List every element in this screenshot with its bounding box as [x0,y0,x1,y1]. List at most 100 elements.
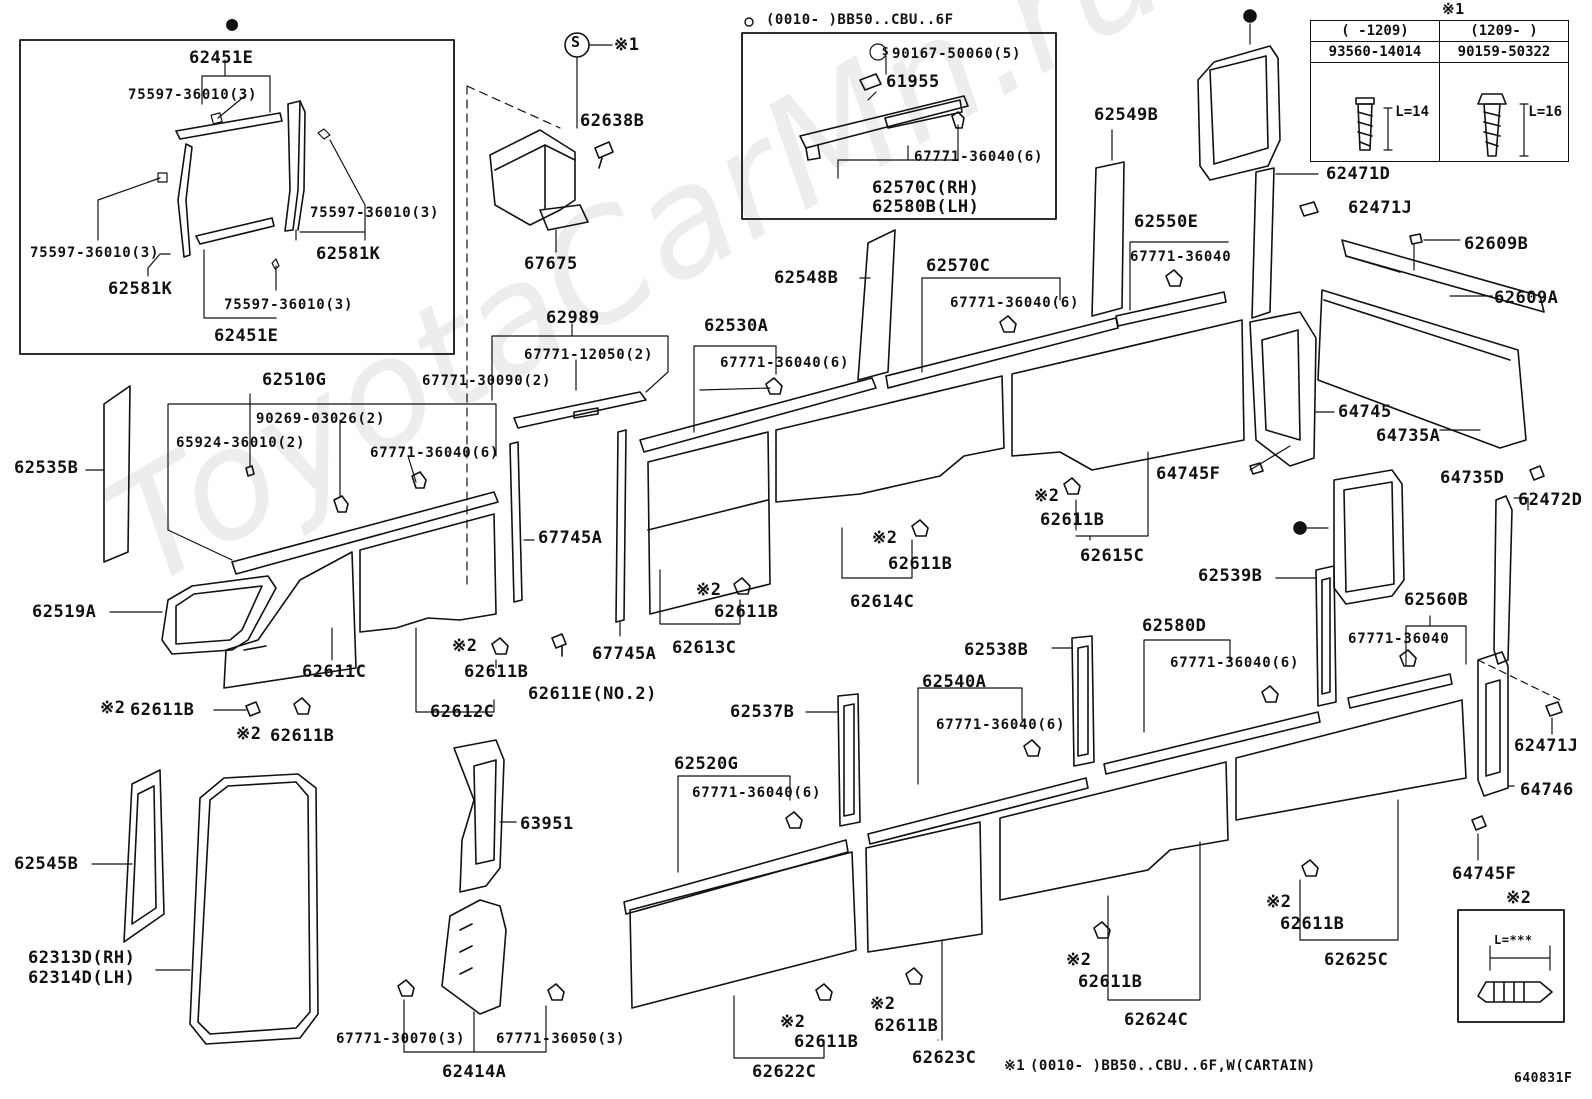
label-62611E[interactable]: 62611E(NO.2) [528,684,657,704]
label-75597-c[interactable]: 75597-36010(3) [30,245,160,261]
ref-table: ( -1209) (1209- ) 93560-14014 90159-5032… [1310,20,1569,162]
label-62538B[interactable]: 62538B [964,640,1029,660]
label-64745[interactable]: 64745 [1338,402,1392,422]
pin-67771-36050 [547,983,565,1001]
label-63951[interactable]: 63951 [520,814,574,834]
part-62540A-trim [867,777,1089,845]
label-62624C[interactable]: 62624C [1124,1010,1189,1030]
label-64735A[interactable]: 64735A [1376,426,1441,446]
label-62612C[interactable]: 62612C [430,702,495,722]
label-62539B[interactable]: 62539B [1198,566,1263,586]
label-67745A-a[interactable]: 67745A [538,528,603,548]
label-62471D[interactable]: 62471D [1326,164,1391,184]
label-67771-30070[interactable]: 67771-30070(3) [336,1031,466,1047]
label-62622C[interactable]: 62622C [752,1062,817,1082]
label-62638B[interactable]: 62638B [580,111,645,131]
label-75597-d[interactable]: 75597-36010(3) [224,297,354,313]
label-90269[interactable]: 90269-03026(2) [256,411,386,427]
label-62611B-b[interactable]: 62611B [270,726,335,746]
pin-62611B-h [905,967,923,985]
label-65924[interactable]: 65924-36010(2) [176,435,306,451]
label-62545B[interactable]: 62545B [14,854,79,874]
label-62611B-f[interactable]: 62611B [888,554,953,574]
label-62611B-a[interactable]: 62611B [130,700,195,720]
label-64745F-b[interactable]: 64745F [1452,864,1517,884]
label-67771-36050[interactable]: 67771-36050(3) [496,1031,626,1047]
label-62313D[interactable]: 62313D(RH) [28,948,136,968]
label-75597-b[interactable]: 75597-36010(3) [310,205,440,221]
label-62530A[interactable]: 62530A [704,316,769,336]
label-62989[interactable]: 62989 [546,308,600,328]
label-67771-36040-b[interactable]: 67771-36040 [1348,631,1450,647]
label-62570C-RH[interactable]: 62570C(RH) [872,178,980,198]
label-67771-36040-a[interactable]: 67771-36040 [1130,249,1232,265]
label-62549B[interactable]: 62549B [1094,105,1159,125]
label-note2-62611B-f: ※2 [872,528,898,548]
label-90167[interactable]: 90167-50060(5) [892,46,1022,62]
label-62519A[interactable]: 62519A [32,602,97,622]
label-67771-36040-6d[interactable]: 67771-36040(6) [370,445,500,461]
label-62520G[interactable]: 62520G [674,754,739,774]
part-62530A-trim [639,377,877,453]
label-62611B-c[interactable]: 62611B [464,662,529,682]
clip-illustration [1477,945,1553,1003]
label-67771-36040-6b[interactable]: 67771-36040(6) [950,295,1080,311]
part-62548B [857,229,896,381]
s-mark-small: S [882,45,890,58]
label-64745F-a[interactable]: 64745F [1156,464,1221,484]
label-62614C[interactable]: 62614C [850,592,915,612]
label-62615C[interactable]: 62615C [1080,546,1145,566]
label-62611B-g[interactable]: 62611B [794,1032,859,1052]
label-62535B[interactable]: 62535B [14,458,79,478]
ref-col1-part[interactable]: 93560-14014 [1310,41,1440,63]
label-62548B[interactable]: 62548B [774,268,839,288]
label-62570C[interactable]: 62570C [926,256,991,276]
label-62471J-b[interactable]: 62471J [1514,736,1579,756]
label-67771-36040-6g[interactable]: 67771-36040(6) [692,785,822,801]
label-62611C[interactable]: 62611C [302,662,367,682]
ref-col2-part[interactable]: 90159-50322 [1439,41,1569,63]
label-62414A[interactable]: 62414A [442,1062,507,1082]
label-62451E-top[interactable]: 62451E [189,48,254,68]
label-62472D[interactable]: 62472D [1518,490,1583,510]
part-62537B [837,693,861,827]
label-62510G[interactable]: 62510G [262,370,327,390]
label-67771-12050[interactable]: 67771-12050(2) [524,347,654,363]
label-67771-36040-6e[interactable]: 67771-36040(6) [1170,655,1300,671]
label-64746[interactable]: 64746 [1520,780,1574,800]
label-62623C[interactable]: 62623C [912,1048,977,1068]
label-67771-30090[interactable]: 67771-30090(2) [422,373,552,389]
label-67771-36040-6a[interactable]: 67771-36040(6) [914,149,1044,165]
label-62540A[interactable]: 62540A [922,672,987,692]
clip-64735D [1529,465,1545,481]
label-75597-a[interactable]: 75597-36010(3) [128,87,258,103]
label-62560B[interactable]: 62560B [1404,590,1469,610]
label-62451E-bottom[interactable]: 62451E [214,326,279,346]
label-62580B-LH[interactable]: 62580B(LH) [872,197,980,217]
circle-bullet-mark: ● [226,11,239,35]
label-62611B-j[interactable]: 62611B [1280,914,1345,934]
label-64735D[interactable]: 64735D [1440,468,1505,488]
part-64746 [1477,651,1509,797]
label-62314D[interactable]: 62314D(LH) [28,968,136,988]
label-62611B-d[interactable]: 62611B [1040,510,1105,530]
label-67771-36040-6f[interactable]: 67771-36040(6) [936,717,1066,733]
s-mark: S [571,33,581,51]
label-62581K-l[interactable]: 62581K [108,279,173,299]
label-62625C[interactable]: 62625C [1324,950,1389,970]
label-61955[interactable]: 61955 [886,72,940,92]
label-62611B-h[interactable]: 62611B [874,1016,939,1036]
label-62613C[interactable]: 62613C [672,638,737,658]
label-62580D[interactable]: 62580D [1142,616,1207,636]
label-62537B[interactable]: 62537B [730,702,795,722]
label-62471J-a[interactable]: 62471J [1348,198,1413,218]
label-67675[interactable]: 67675 [524,254,578,274]
label-62581K-r[interactable]: 62581K [316,244,381,264]
label-62609B[interactable]: 62609B [1464,234,1529,254]
label-62550E[interactable]: 62550E [1134,212,1199,232]
label-62611B-i[interactable]: 62611B [1078,972,1143,992]
label-67745A-b[interactable]: 67745A [592,644,657,664]
label-62611B-e[interactable]: 62611B [714,602,779,622]
label-62609A[interactable]: 62609A [1494,288,1559,308]
label-67771-36040-6c[interactable]: 67771-36040(6) [720,355,850,371]
